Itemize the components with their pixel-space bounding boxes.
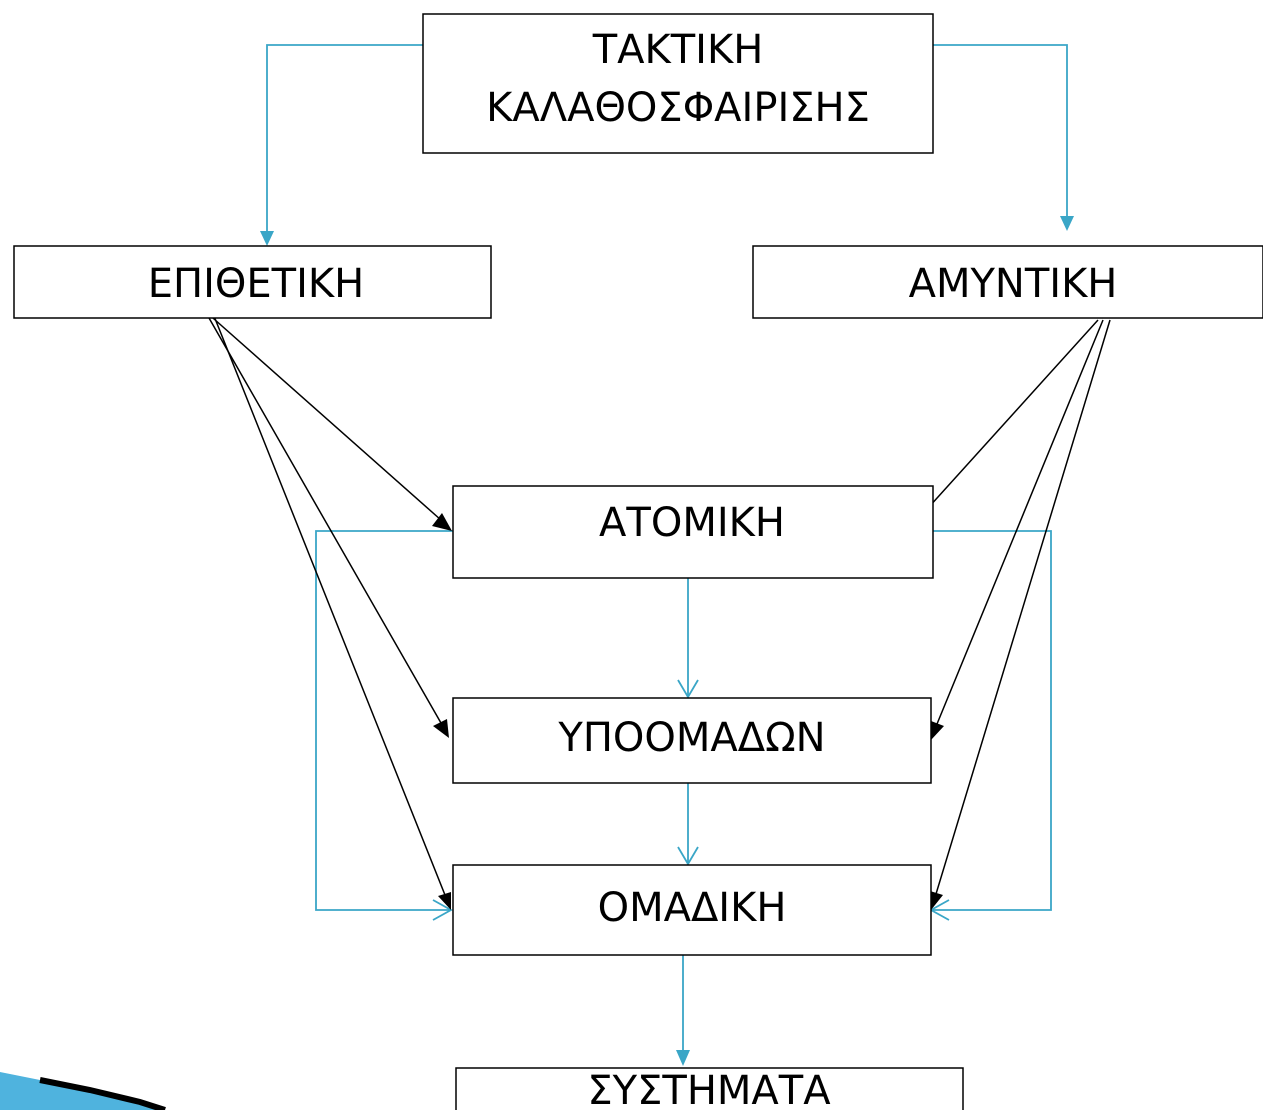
node-offensive: ΕΠΙΘΕΤΙΚΗ	[13, 245, 492, 319]
blue-swoosh-icon	[0, 1072, 166, 1110]
edge-offensive-to-individual	[204, 310, 442, 521]
node-individual: ΑΤΟΜΙΚΗ	[452, 485, 934, 579]
edge-tactic-to-offensive	[266, 44, 423, 233]
arrowhead	[677, 846, 699, 866]
node-defensive: ΑΜΥΝΤΙΚΗ	[752, 245, 1263, 319]
arrowhead	[432, 513, 452, 531]
node-tactic-line2: ΚΑΛΑΘΟΣΦΑΙΡΙΣΗΣ	[486, 85, 870, 131]
edge-offensive-to-team	[211, 310, 446, 896]
edge-individual-to-team-right	[931, 530, 1052, 911]
node-systems-label: ΣΥΣΤΗΜΑΤΑ	[587, 1068, 831, 1110]
node-systems: ΣΥΣΤΗΜΑΤΑ	[455, 1067, 964, 1110]
node-individual-label: ΑΤΟΜΙΚΗ	[599, 500, 785, 546]
arrowhead	[1060, 216, 1074, 231]
arrowhead	[676, 1050, 690, 1066]
arrowhead	[931, 721, 944, 740]
arrowhead	[677, 679, 699, 699]
node-team: ΟΜΑΔΙΚΗ	[452, 864, 932, 956]
edge-offensive-to-subgroup	[204, 310, 442, 724]
node-defensive-label: ΑΜΥΝΤΙΚΗ	[909, 261, 1118, 307]
arrowhead	[930, 891, 943, 910]
node-subgroup: ΥΠΟΟΜΑΔΩΝ	[452, 697, 932, 784]
node-offensive-label: ΕΠΙΘΕΤΙΚΗ	[148, 261, 364, 307]
node-tactic-line1: ΤΑΚΤΙΚΗ	[592, 27, 764, 73]
black-connectors	[204, 310, 1111, 910]
edge-individual-to-team-left	[315, 530, 453, 911]
edge-defensive-to-subgroup	[936, 319, 1104, 725]
edge-defensive-to-team	[935, 319, 1111, 895]
arrowhead	[438, 892, 451, 910]
arrowhead	[433, 719, 449, 738]
node-subgroup-label: ΥΠΟΟΜΑΔΩΝ	[557, 715, 825, 761]
arrowhead	[260, 231, 274, 246]
blue-connectors	[260, 44, 1074, 1066]
edge-defensive-to-individual	[918, 319, 1099, 519]
node-team-label: ΟΜΑΔΙΚΗ	[598, 885, 787, 931]
node-tactic: ΤΑΚΤΙΚΗ ΚΑΛΑΘΟΣΦΑΙΡΙΣΗΣ	[422, 13, 934, 154]
edge-tactic-to-defensive	[933, 44, 1068, 218]
